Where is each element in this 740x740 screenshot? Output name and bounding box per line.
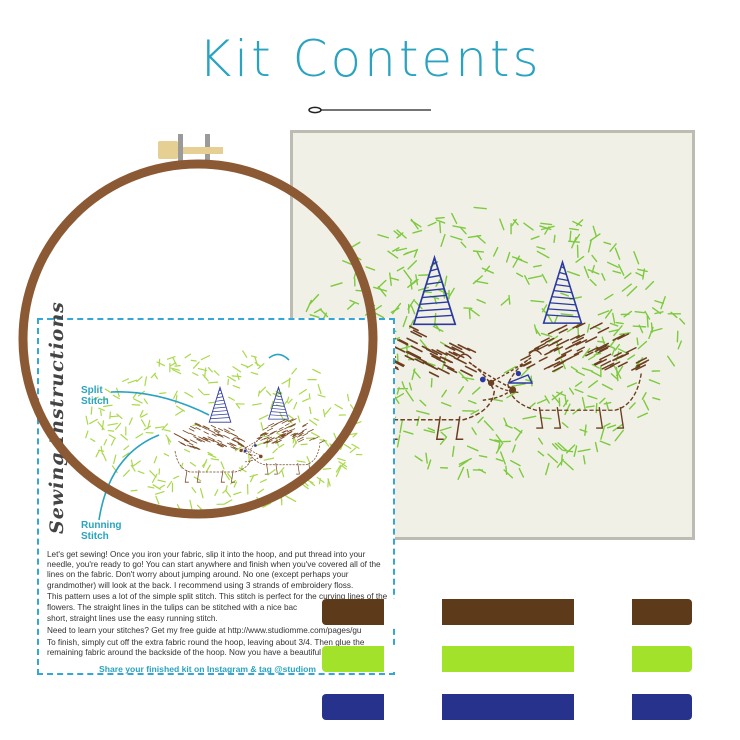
page-title: Kit Contents [198, 30, 542, 88]
split-stitch-label: Split Stitch [81, 385, 109, 407]
hedgehog-diagram [85, 350, 363, 521]
running-stitch-label: Running Stitch [81, 520, 122, 542]
embroidery-floss-icon [322, 694, 692, 720]
embroidery-floss-icon [322, 646, 692, 672]
needle-icon [308, 106, 431, 114]
embroidery-floss-icon [322, 599, 692, 625]
share-text: Share your finished kit on Instagram & t… [99, 664, 317, 674]
instructions-body: Let's get sewing! Once you iron your fab… [47, 550, 388, 657]
